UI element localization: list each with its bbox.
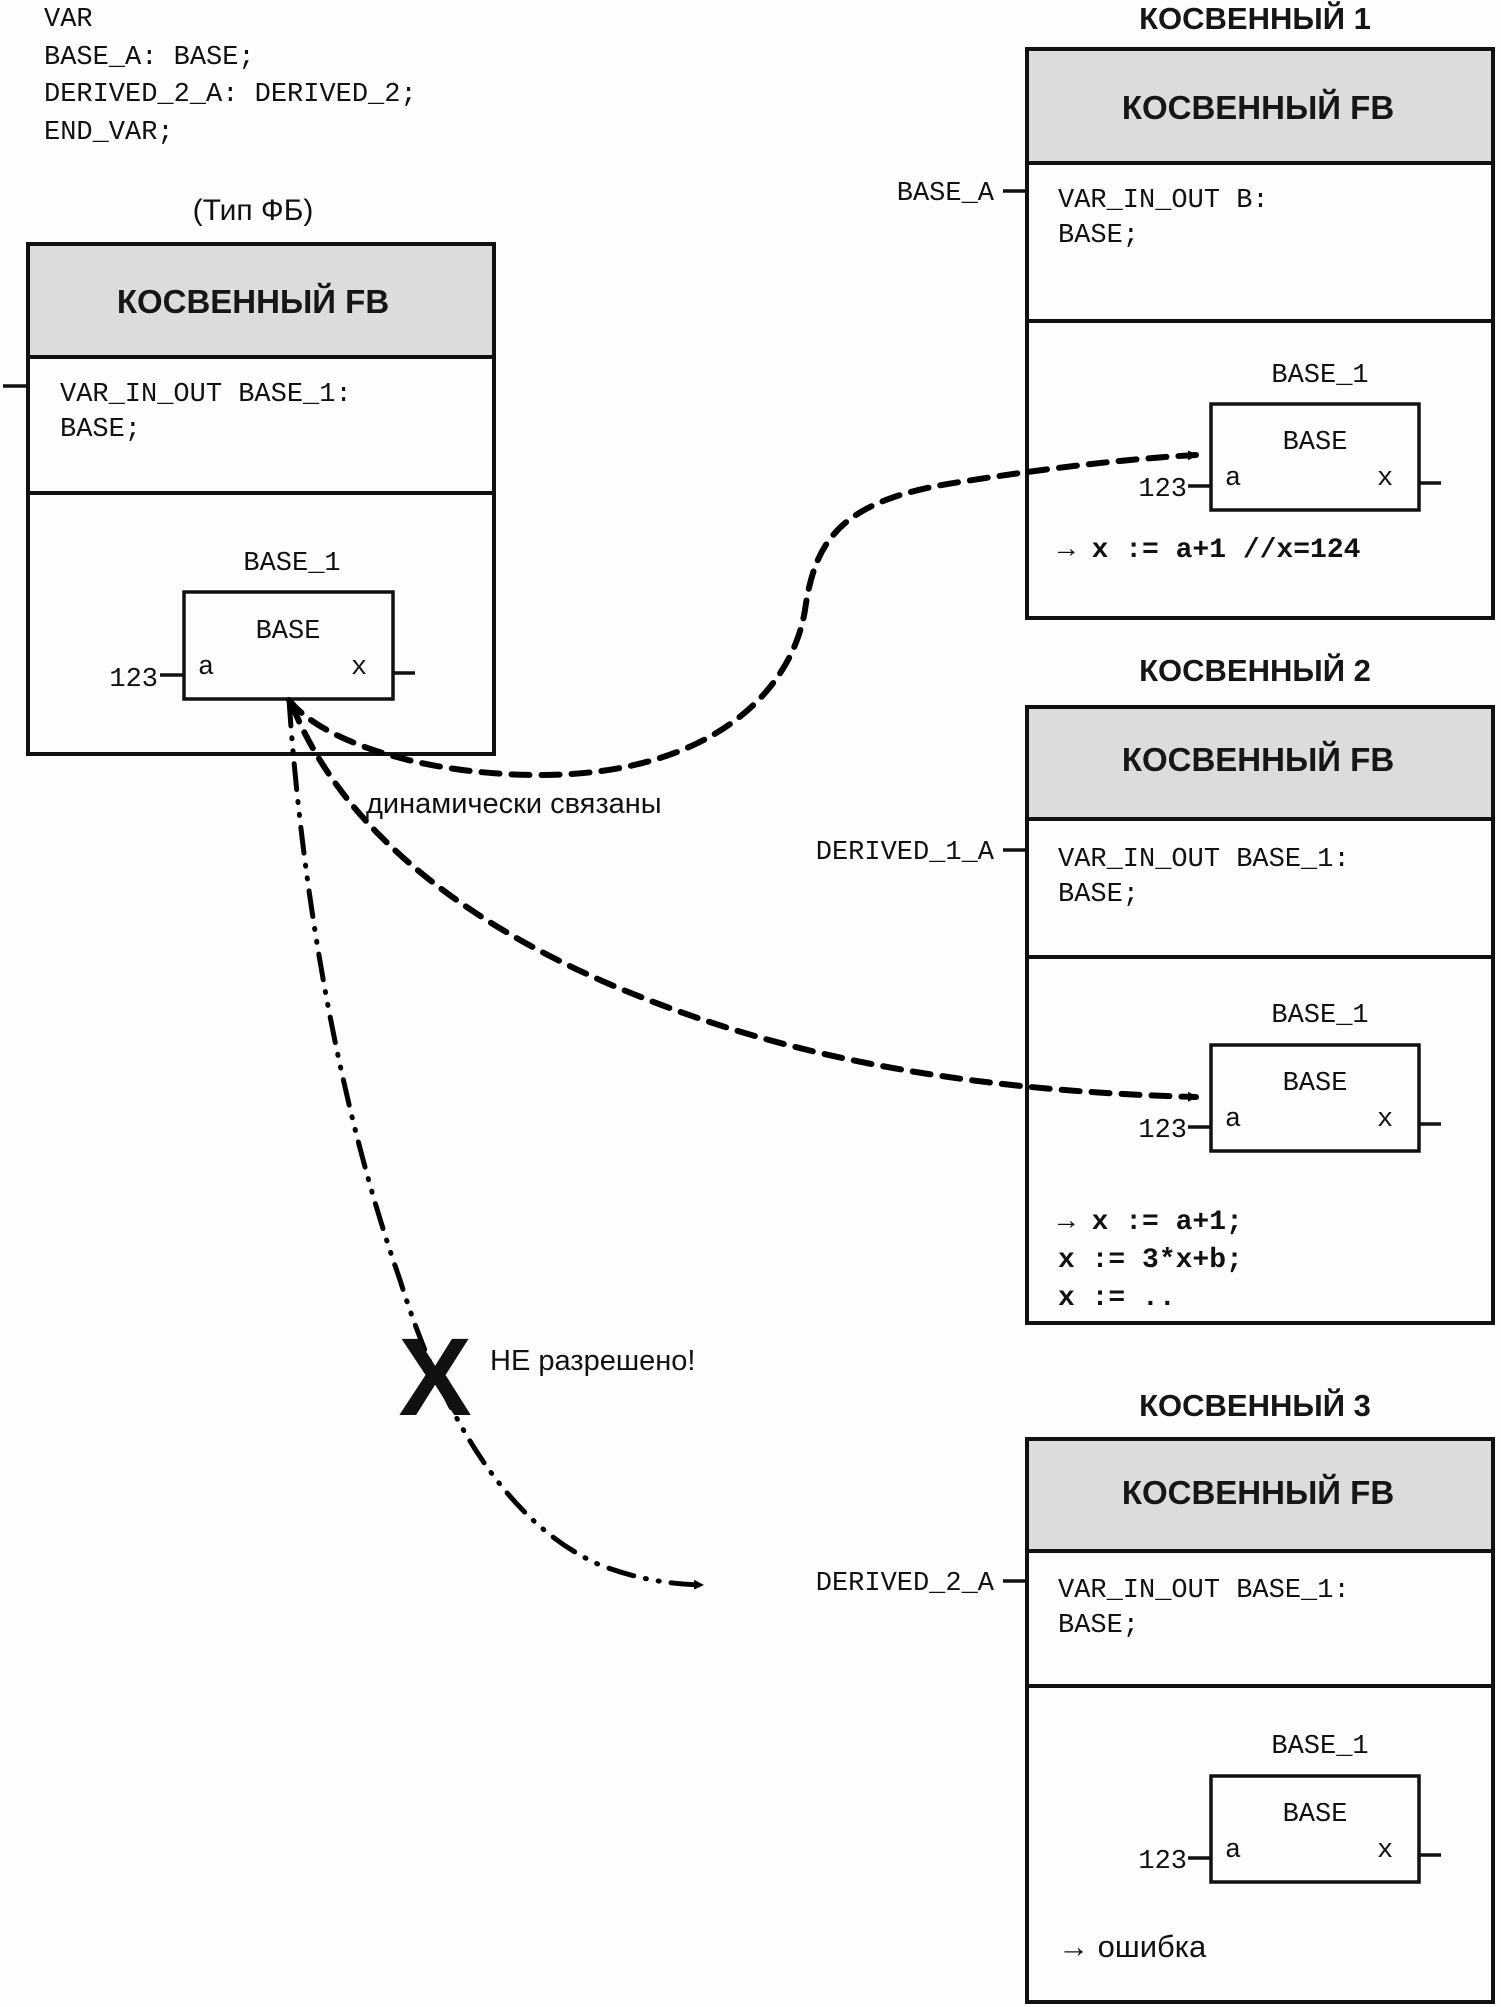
base-block — [1209, 1774, 1421, 1884]
input-pin-label: a — [1225, 464, 1241, 494]
output-pin-label: x — [1377, 464, 1393, 494]
declaration-line: BASE_A: BASE; — [44, 43, 255, 73]
connected-var: DERIVED_1_A — [816, 838, 995, 868]
input-value: 123 — [109, 665, 158, 695]
instance-name: BASE_1 — [1271, 361, 1368, 391]
input-value: 123 — [1138, 475, 1187, 505]
input-pin-label: a — [1225, 1105, 1241, 1135]
connectors: динамически связаны X НЕ разрешено! — [286, 450, 1199, 1590]
base-block-type: BASE — [1283, 1800, 1348, 1830]
dynamic-link-arrow-2 — [289, 702, 1199, 1102]
instance-var-line: VAR_IN_OUT BASE_1: — [1058, 845, 1350, 875]
not-allowed-label: НЕ разрешено! — [490, 1345, 695, 1377]
base-block — [182, 590, 395, 701]
instance-1: КОСВЕННЫЙ 1 КОСВЕННЫЙ FB BASE_A VAR_IN_O… — [897, 0, 1495, 620]
instance-header — [1025, 47, 1495, 165]
fb-type-var-line: BASE; — [60, 415, 141, 445]
instance-var-line: BASE; — [1058, 221, 1139, 251]
result-line: → ошибка — [1058, 1929, 1207, 1964]
result-line: → x := a+1; — [1058, 1207, 1243, 1238]
instance-var-line: VAR_IN_OUT B: — [1058, 186, 1269, 216]
input-pin-label: a — [1225, 1836, 1241, 1866]
declaration-line: DERIVED_2_A: DERIVED_2; — [44, 80, 417, 110]
declaration-line: END_VAR; — [44, 118, 174, 148]
fb-type-header — [26, 242, 496, 359]
dynamic-link-arrow-1 — [286, 450, 1199, 779]
var-declaration: VAR BASE_A: BASE; DERIVED_2_A: DERIVED_2… — [44, 5, 417, 148]
result-line: x := 3*x+b; — [1058, 1245, 1243, 1276]
instance-title: КОСВЕННЫЙ 3 — [1139, 1387, 1371, 1423]
instance-header — [1025, 1437, 1495, 1553]
result-line: x := .. — [1058, 1283, 1176, 1314]
fb-type-header-title: КОСВЕННЫЙ FB — [117, 282, 389, 320]
fb-type-caption: (Тип ФБ) — [193, 194, 314, 227]
output-pin-label: x — [1377, 1105, 1393, 1135]
input-value: 123 — [1138, 1847, 1187, 1877]
base-block — [1209, 402, 1421, 512]
output-pin-label: x — [1377, 1836, 1393, 1866]
not-allowed-x-icon: X — [398, 1316, 471, 1439]
instance-title: КОСВЕННЫЙ 1 — [1139, 0, 1371, 36]
instance-header-title: КОСВЕННЫЙ FB — [1122, 740, 1394, 778]
forbidden-link-arrow — [286, 697, 705, 1590]
input-pin-label: a — [198, 653, 214, 683]
base-block-type: BASE — [1283, 428, 1348, 458]
instance-3: КОСВЕННЫЙ 3 КОСВЕННЫЙ FB DERIVED_2_A VAR… — [816, 1387, 1495, 2004]
connected-var: BASE_A — [897, 179, 995, 209]
base-block-type: BASE — [1283, 1069, 1348, 1099]
fb-type-var-line: VAR_IN_OUT BASE_1: — [60, 380, 352, 410]
result-line: → x := a+1 //x=124 — [1058, 535, 1360, 566]
base-block — [1209, 1043, 1421, 1153]
output-pin-label: x — [351, 653, 367, 683]
fb-type-block: (Тип ФБ) КОСВЕННЫЙ FB VAR_IN_OUT BASE_1:… — [3, 194, 496, 756]
instance-header — [1025, 705, 1495, 821]
input-value: 123 — [1138, 1116, 1187, 1146]
instance-var-line: BASE; — [1058, 1611, 1139, 1641]
instance-name: BASE_1 — [243, 549, 340, 579]
instance-2: КОСВЕННЫЙ 2 КОСВЕННЫЙ FB DERIVED_1_A VAR… — [816, 652, 1495, 1325]
instance-var-line: VAR_IN_OUT BASE_1: — [1058, 1576, 1350, 1606]
dynamic-link-label: динамически связаны — [366, 788, 662, 820]
connected-var: DERIVED_2_A — [816, 1569, 995, 1599]
instance-var-line: BASE; — [1058, 880, 1139, 910]
instance-name: BASE_1 — [1271, 1001, 1368, 1031]
base-block-type: BASE — [256, 617, 321, 647]
declaration-line: VAR — [44, 5, 93, 35]
instance-header-title: КОСВЕННЫЙ FB — [1122, 1473, 1394, 1511]
instance-header-title: КОСВЕННЫЙ FB — [1122, 88, 1394, 126]
instance-title: КОСВЕННЫЙ 2 — [1139, 652, 1371, 688]
instance-name: BASE_1 — [1271, 1732, 1368, 1762]
